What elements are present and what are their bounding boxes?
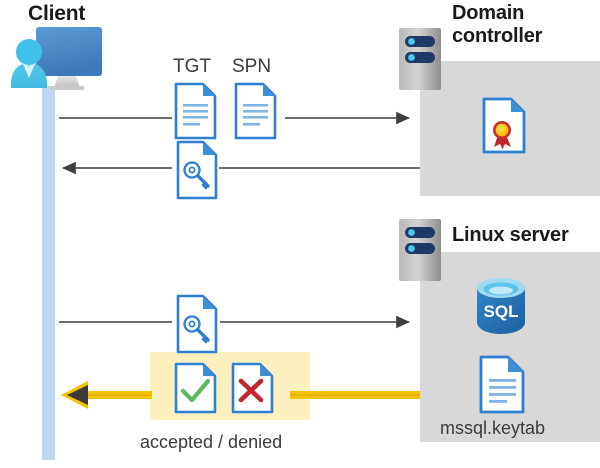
domain-controller-title: Domain controller <box>452 2 592 48</box>
client-lifeline <box>42 86 55 460</box>
spn-label: SPN <box>232 56 272 77</box>
tgt-document-icon <box>174 82 217 140</box>
linux-server-title: Linux server <box>452 224 569 246</box>
client-computer-icon <box>11 27 102 90</box>
linux-server-server-rack-icon <box>399 219 441 281</box>
magnifier-key-glyph <box>183 161 210 190</box>
accepted-document-icon <box>174 362 217 414</box>
magnifier-key-glyph <box>183 315 210 344</box>
keytab-document-icon <box>479 355 525 414</box>
denied-document-icon <box>231 362 274 414</box>
keytab-filename-label: mssql.keytab <box>440 418 546 438</box>
certificate-document-icon <box>482 97 526 154</box>
client-title: Client <box>28 2 86 25</box>
key-document-icon-2 <box>176 294 218 354</box>
key-document-icon-1 <box>176 140 218 200</box>
domain-controller-title-line1: Domain <box>452 2 525 24</box>
domain-controller-title-line2: controller <box>452 25 543 47</box>
spn-document-icon <box>234 82 277 140</box>
accepted-denied-label: accepted / denied <box>140 432 283 452</box>
sql-database-icon: SQL <box>477 278 525 334</box>
sql-label: SQL <box>484 302 519 321</box>
arrow-linux-to-client-result <box>61 381 420 409</box>
domain-controller-server-rack-icon <box>399 28 441 90</box>
tgt-label: TGT <box>173 56 211 77</box>
